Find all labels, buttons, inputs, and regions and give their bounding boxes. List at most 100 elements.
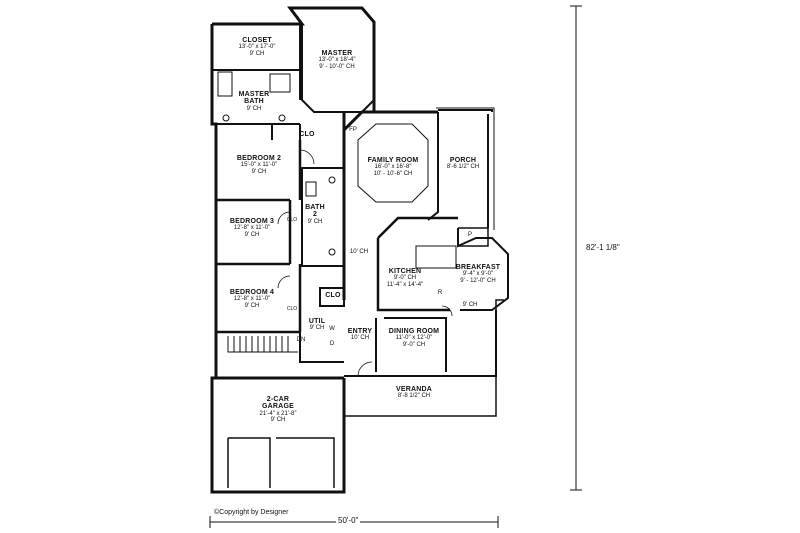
bath2-ch: 9' CH (307, 218, 323, 225)
bath2-name2: 2 (312, 211, 318, 219)
refrigerator-label: R (434, 290, 446, 296)
dryer-label: D (327, 341, 337, 347)
wall-dining (375, 317, 447, 372)
breakfast-name: BREAKFAST (455, 264, 501, 271)
closet-name: CLOSET (242, 37, 272, 44)
closet-label: CLOSET 13'-0" x 17'-0" 9' CH (222, 37, 292, 57)
bedroom3-dims: 12'-8" x 11'-0" (233, 225, 271, 232)
clo-label-3: CLO (323, 292, 343, 299)
master-ch: 9' - 10'-0" CH (319, 63, 355, 70)
breakfast-label: BREAKFAST 9'-4" x 9'-0" 9' - 12'-0" CH (450, 264, 506, 284)
porch-ch: 8'-6 1/2" CH (446, 164, 480, 171)
dining-room-label: DINING ROOM 11'-0" x 12'-0" 9'-0" CH (382, 328, 446, 348)
family-octagon (357, 123, 429, 203)
copyright-notice: ©Copyright by Designer (214, 509, 289, 516)
master-bath-label: MASTER BATH 9' CH (234, 91, 274, 112)
family-room-label: FAMILY ROOM 16'-0" x 16'-8" 10' - 10'-6"… (358, 157, 428, 177)
entry-name: ENTRY (347, 328, 373, 335)
kitchen-name: KITCHEN (388, 268, 422, 275)
dimension-lines (209, 5, 582, 528)
clo-text-2: CLO (286, 217, 298, 223)
entry-ch: 10' CH (350, 335, 370, 342)
clo-label-4: CLO (284, 306, 300, 312)
washer-text: W (329, 326, 335, 332)
stair-dn-text: DN (296, 337, 306, 343)
bedroom2-ch: 9' CH (251, 168, 267, 175)
breakfast-dims: 9'-4" x 9'-0" (462, 271, 494, 278)
master-label: MASTER 13'-0" x 18'-4" 9' - 10'-0" CH (302, 50, 372, 70)
hall-ch-label: 10' CH (346, 249, 372, 255)
clo-label-1: CLO (297, 131, 317, 138)
family-room-dims: 16'-0" x 16'-8" (374, 164, 412, 171)
garage-doors (227, 437, 335, 488)
bedroom4-ch: 9' CH (244, 302, 260, 309)
bath2-label: BATH 2 9' CH (304, 204, 326, 225)
bedroom4-dims: 12'-8" x 11'-0" (233, 296, 271, 303)
wall-pantry (458, 227, 489, 247)
veranda-ch: 8'-8 1/2" CH (397, 393, 431, 400)
kitchen-label: KITCHEN 9'-0" CH 11'-4" x 14'-4" (378, 268, 432, 288)
clo-text-4: CLO (286, 306, 298, 312)
breakfast-porch-ch-text: 9' CH (462, 302, 478, 308)
family-room-ch: 10' - 10'-6" CH (373, 170, 413, 177)
pantry-label: P (464, 232, 476, 238)
wall-clo-util (319, 287, 345, 307)
garage-name: 2-CAR (266, 396, 290, 403)
garage-label: 2-CAR GARAGE 21'-4" x 21'-8" 9' CH (246, 396, 310, 423)
kitchen-dims: 11'-4" x 14'-4" (386, 281, 424, 288)
porch-label: PORCH 8'-6 1/2" CH (440, 157, 486, 171)
stair-dn-label: DN (294, 337, 308, 343)
wall-util (299, 306, 344, 363)
veranda-label: VERANDA 8'-8 1/2" CH (384, 386, 444, 400)
util-ch: 9' CH (309, 325, 325, 332)
bedroom3-name: BEDROOM 3 (229, 218, 275, 225)
master-bath-name: MASTER (238, 91, 270, 98)
porch-outline (436, 107, 495, 230)
breakfast-porch-ch-label: 9' CH (458, 302, 482, 308)
master-name: MASTER (321, 50, 353, 57)
closet-dims: 13'-0" x 17'-0" (238, 44, 276, 51)
refrigerator-text: R (437, 290, 443, 296)
bedroom2-label: BEDROOM 2 15'-0" x 11'-0" 9' CH (222, 155, 296, 175)
bedroom4-name: BEDROOM 4 (229, 289, 275, 296)
bedroom3-label: BEDROOM 3 12'-8" x 11'-0" 9' CH (220, 218, 284, 238)
dining-room-name: DINING ROOM (388, 328, 440, 335)
master-dims: 13'-0" x 18'-4" (318, 57, 356, 64)
fp-label: FP (346, 127, 360, 133)
bedroom2-dims: 15'-0" x 11'-0" (240, 162, 278, 169)
util-label: UTIL 9' CH (306, 318, 328, 332)
wall-master-bedroom (301, 24, 375, 113)
stairs (227, 336, 298, 353)
garage-name2: GARAGE (262, 403, 294, 411)
clo-text-3: CLO (325, 292, 341, 299)
bedroom2-name: BEDROOM 2 (236, 155, 282, 162)
bedroom4-label: BEDROOM 4 12'-8" x 11'-0" 9' CH (220, 289, 284, 309)
clo-label-2: CLO (284, 217, 300, 223)
dining-room-ch: 9'-0" CH (402, 341, 426, 348)
dining-room-dims: 11'-0" x 12'-0" (395, 335, 433, 342)
kitchen-island (415, 245, 457, 269)
depth-dimension: 82'-1 1/8" (586, 243, 620, 252)
dryer-text: D (329, 341, 335, 347)
closet-ch: 9' CH (249, 50, 265, 57)
fp-text: FP (349, 127, 357, 133)
breakfast-ch: 9' - 12'-0" CH (460, 277, 496, 284)
util-name: UTIL (308, 318, 326, 325)
kitchen-ch: 9'-0" CH (393, 275, 417, 282)
wall-closet (212, 24, 301, 100)
bedroom3-ch: 9' CH (244, 231, 260, 238)
wall-bedroom3 (216, 200, 292, 266)
bath-fixtures (217, 71, 336, 256)
width-dimension: 50'-0" (336, 516, 361, 525)
master-bath-name2: BATH (244, 98, 264, 106)
clo-text: CLO (299, 131, 315, 138)
wall-master-suite (212, 6, 376, 112)
wall-breakfast (457, 228, 509, 311)
garage-dims: 21'-4" x 21'-8" (259, 410, 297, 417)
garage-ch: 9' CH (270, 416, 286, 423)
wall-family-room (342, 110, 438, 300)
wall-master-bath (212, 123, 301, 140)
washer-label: W (327, 326, 337, 332)
wall-kitchen (376, 216, 458, 312)
